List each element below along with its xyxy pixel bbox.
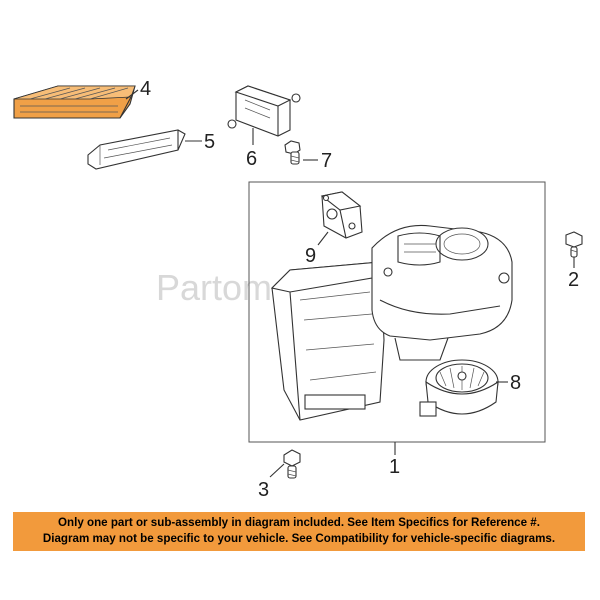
- part-7-bolt[interactable]: [284, 140, 301, 165]
- callout-9: 9: [305, 245, 316, 267]
- callout-5: 5: [204, 131, 215, 153]
- leader-3: [269, 463, 285, 478]
- disclaimer-line-2: Diagram may not be specific to your vehi…: [42, 532, 556, 545]
- callout-3: 3: [258, 479, 269, 501]
- leader-9: [317, 231, 329, 246]
- callout-4: 4: [140, 78, 151, 100]
- disclaimer-line-1: Only one part or sub-assembly in diagram…: [58, 516, 540, 529]
- callout-1: 1: [389, 456, 400, 478]
- callout-6: 6: [246, 148, 257, 170]
- part-3-bolt[interactable]: [283, 449, 301, 479]
- assembly-frame: [248, 181, 546, 443]
- part-6-control-module[interactable]: [227, 85, 301, 137]
- part-2-screw[interactable]: [565, 231, 583, 258]
- callout-2: 2: [568, 269, 579, 291]
- part-4-cabin-filter[interactable]: [13, 85, 136, 119]
- leader-4: [125, 89, 139, 100]
- part-9-servo-motor[interactable]: [320, 191, 363, 239]
- part-5-filter-cover[interactable]: [87, 129, 186, 170]
- callout-7: 7: [321, 150, 332, 172]
- callout-8: 8: [510, 372, 521, 394]
- part-8-blower-motor[interactable]: [419, 359, 499, 417]
- part-1-blower-housing[interactable]: [270, 224, 513, 421]
- disclaimer-banner: Only one part or sub-assembly in diagram…: [13, 512, 585, 551]
